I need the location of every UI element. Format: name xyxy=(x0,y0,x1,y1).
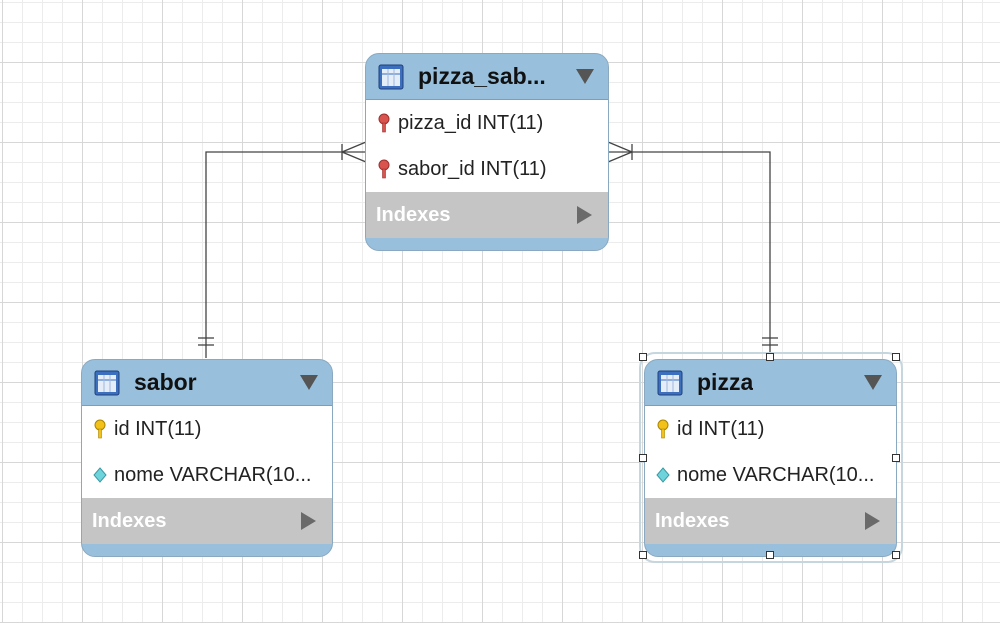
column-label: nome VARCHAR(10... xyxy=(677,463,875,486)
collapse-arrow-icon[interactable] xyxy=(300,375,318,390)
column-row[interactable]: nome VARCHAR(10... xyxy=(82,452,332,498)
foreign-key-icon xyxy=(378,113,390,133)
entity-title: pizza_sab... xyxy=(418,63,546,89)
indexes-section[interactable]: Indexes xyxy=(645,498,896,544)
entity-title: sabor xyxy=(134,369,197,395)
column-row[interactable]: id INT(11) xyxy=(82,406,332,452)
entity-title: pizza xyxy=(697,369,754,395)
indexes-section[interactable]: Indexes xyxy=(366,192,608,238)
resize-handle-left[interactable] xyxy=(639,454,647,462)
primary-key-icon xyxy=(657,419,669,439)
primary-key-icon xyxy=(94,419,106,439)
entity-footer xyxy=(82,544,332,556)
collapse-arrow-icon[interactable] xyxy=(576,69,594,84)
expand-arrow-icon[interactable] xyxy=(865,512,880,530)
entity-sabor[interactable]: sabor id INT(11) nome VARCHAR(10... Inde… xyxy=(81,359,333,557)
resize-handle-top[interactable] xyxy=(766,353,774,361)
indexes-label: Indexes xyxy=(376,203,451,226)
column-row[interactable]: pizza_id INT(11) xyxy=(366,100,608,146)
expand-arrow-icon[interactable] xyxy=(577,206,592,224)
table-icon xyxy=(378,64,404,89)
column-row[interactable]: sabor_id INT(11) xyxy=(366,146,608,192)
entity-pizza[interactable]: pizza id INT(11) nome VARCHAR(10... Inde… xyxy=(644,359,897,557)
column-row[interactable]: nome VARCHAR(10... xyxy=(645,452,896,498)
indexes-label: Indexes xyxy=(92,509,167,532)
column-diamond-icon xyxy=(93,467,107,483)
resize-handle-bottom[interactable] xyxy=(766,551,774,559)
foreign-key-icon xyxy=(378,159,390,179)
expand-arrow-icon[interactable] xyxy=(301,512,316,530)
resize-handle-top-left[interactable] xyxy=(639,353,647,361)
indexes-section[interactable]: Indexes xyxy=(82,498,332,544)
resize-handle-top-right[interactable] xyxy=(892,353,900,361)
relationship-pizza-pizza-sabor[interactable] xyxy=(607,141,778,358)
entity-header[interactable]: pizza xyxy=(645,360,896,406)
table-icon xyxy=(94,370,120,395)
table-icon xyxy=(657,370,683,395)
column-diamond-icon xyxy=(656,467,670,483)
relationship-sabor-pizza-sabor[interactable] xyxy=(198,141,367,358)
column-label: id INT(11) xyxy=(114,417,202,440)
resize-handle-bottom-right[interactable] xyxy=(892,551,900,559)
collapse-arrow-icon[interactable] xyxy=(864,375,882,390)
entity-footer xyxy=(366,238,608,250)
column-label: id INT(11) xyxy=(677,417,765,440)
column-row[interactable]: id INT(11) xyxy=(645,406,896,452)
column-label: nome VARCHAR(10... xyxy=(114,463,312,486)
indexes-label: Indexes xyxy=(655,509,730,532)
entity-header[interactable]: pizza_sab... xyxy=(366,54,608,100)
column-label: sabor_id INT(11) xyxy=(398,157,547,180)
resize-handle-right[interactable] xyxy=(892,454,900,462)
entity-header[interactable]: sabor xyxy=(82,360,332,406)
column-label: pizza_id INT(11) xyxy=(398,111,544,134)
entity-pizza-sabor[interactable]: pizza_sab... pizza_id INT(11) sabor_id I… xyxy=(365,53,609,251)
resize-handle-bottom-left[interactable] xyxy=(639,551,647,559)
